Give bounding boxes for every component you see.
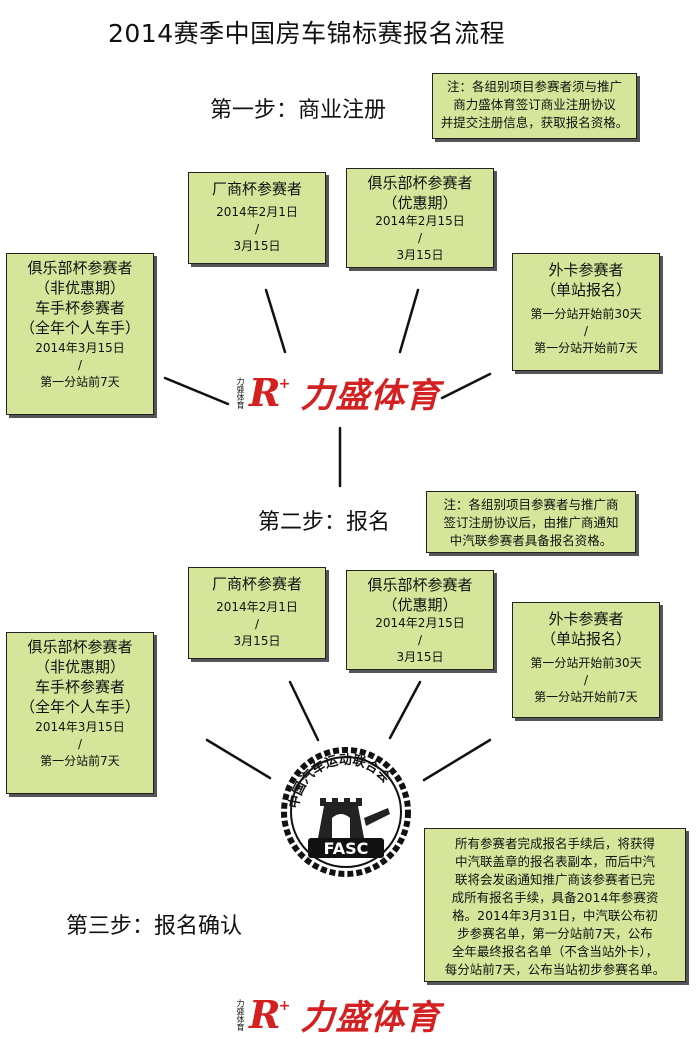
step-1-label: 第一步：商业注册 [210, 98, 387, 123]
club-cup-late-box-2: 俱乐部杯参赛者 （非优惠期） 车手杯参赛者 （全年个人车手） 2014年3月15… [6, 632, 154, 794]
lisheng-logo-bottom: 力盛体育 R + 力盛体育 [236, 991, 441, 1038]
club-cup-early-box-2: 俱乐部杯参赛者 （优惠期） 2014年2月15日 / 3月15日 [346, 570, 494, 670]
club-cup-early-box: 俱乐部杯参赛者 （优惠期） 2014年2月15日 / 3月15日 [346, 168, 494, 268]
note-confirmation: 所有参赛者完成报名手续后，将获得中汽联盖章的报名表副本，而后中汽联将会发函通知推… [424, 828, 686, 982]
note-registration: 注：各组别项目参赛者与推广商签订注册协议后，由推广商通知中汽联参赛者具备报名资格… [426, 491, 636, 553]
wildcard-box-2: 外卡参赛者 （单站报名） 第一分站开始前30天 / 第一分站开始前7天 [512, 602, 660, 718]
club-cup-late-box: 俱乐部杯参赛者 （非优惠期） 车手杯参赛者 （全年个人车手） 2014年3月15… [6, 253, 154, 415]
note-commercial-registration: 注：各组别项目参赛者须与推广商力盛体育签订商业注册协议并提交注册信息，获取报名资… [432, 73, 637, 139]
lisheng-logo: 力盛体育 R + 力盛体育 [236, 369, 441, 416]
page-title: 2014赛季中国房车锦标赛报名流程 [108, 19, 506, 48]
factory-cup-box-2: 厂商杯参赛者 2014年2月1日 / 3月15日 [188, 567, 326, 659]
factory-cup-box: 厂商杯参赛者 2014年2月1日 / 3月15日 [188, 172, 326, 264]
fasc-logo: 中国汽车运动联合会 FASC [281, 747, 411, 877]
wildcard-box: 外卡参赛者 （单站报名） 第一分站开始前30天 / 第一分站开始前7天 [512, 253, 660, 371]
step-2-label: 第二步：报名 [258, 510, 391, 535]
step-3-label: 第三步：报名确认 [66, 914, 243, 939]
fasc-abbr: FASC [324, 839, 369, 858]
